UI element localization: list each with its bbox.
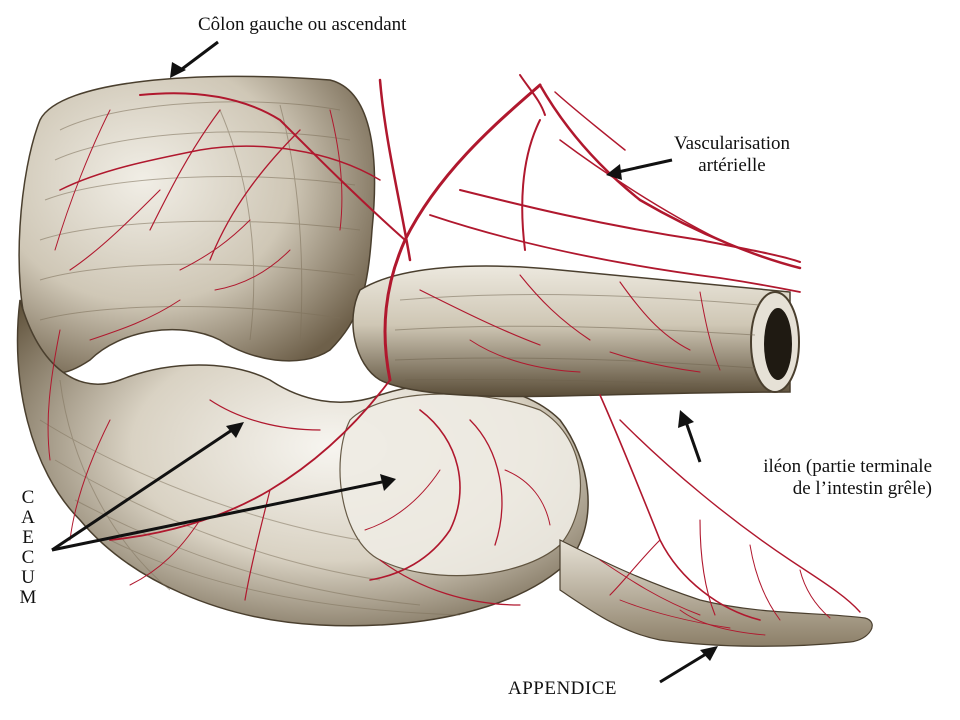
label-caecum: C A E C U M xyxy=(14,488,42,608)
arrow-colon xyxy=(170,40,219,78)
artery-network xyxy=(47,74,861,636)
caecum-hatching xyxy=(39,379,461,616)
label-ileon: iléon (partie terminale de l’intestin gr… xyxy=(712,456,932,500)
label-caecum-letter: A xyxy=(21,507,35,528)
label-vascularisation-line2: artérielle xyxy=(698,155,766,176)
arrow-caecum-lower xyxy=(51,474,396,552)
label-appendice: APPENDICE xyxy=(508,678,618,699)
arrow-vascularisation xyxy=(606,158,673,180)
label-ileon-line2: de l’intestin grêle) xyxy=(792,478,932,499)
label-vascularisation: Vascularisation artérielle xyxy=(652,133,812,177)
arrow-ileon xyxy=(678,410,702,463)
ileum-shape xyxy=(352,265,791,398)
colon-shape xyxy=(18,75,376,374)
label-caecum-letter: C xyxy=(21,547,35,568)
appendix-shape xyxy=(559,539,873,647)
colon-hatching xyxy=(39,101,361,346)
label-caecum-letter: C xyxy=(21,487,35,508)
arrow-caecum-upper xyxy=(51,422,244,552)
arrow-appendice xyxy=(659,646,718,684)
label-colon: Côlon gauche ou ascendant xyxy=(198,14,407,35)
label-caecum-letter: M xyxy=(19,587,37,608)
label-vascularisation-line1: Vascularisation xyxy=(673,133,791,154)
label-caecum-letter: E xyxy=(22,527,34,548)
label-caecum-letter: U xyxy=(21,567,35,588)
pointer-arrows xyxy=(51,40,718,684)
label-ileon-line1: iléon (partie terminale xyxy=(763,456,932,477)
ileum-hatching xyxy=(394,294,761,387)
